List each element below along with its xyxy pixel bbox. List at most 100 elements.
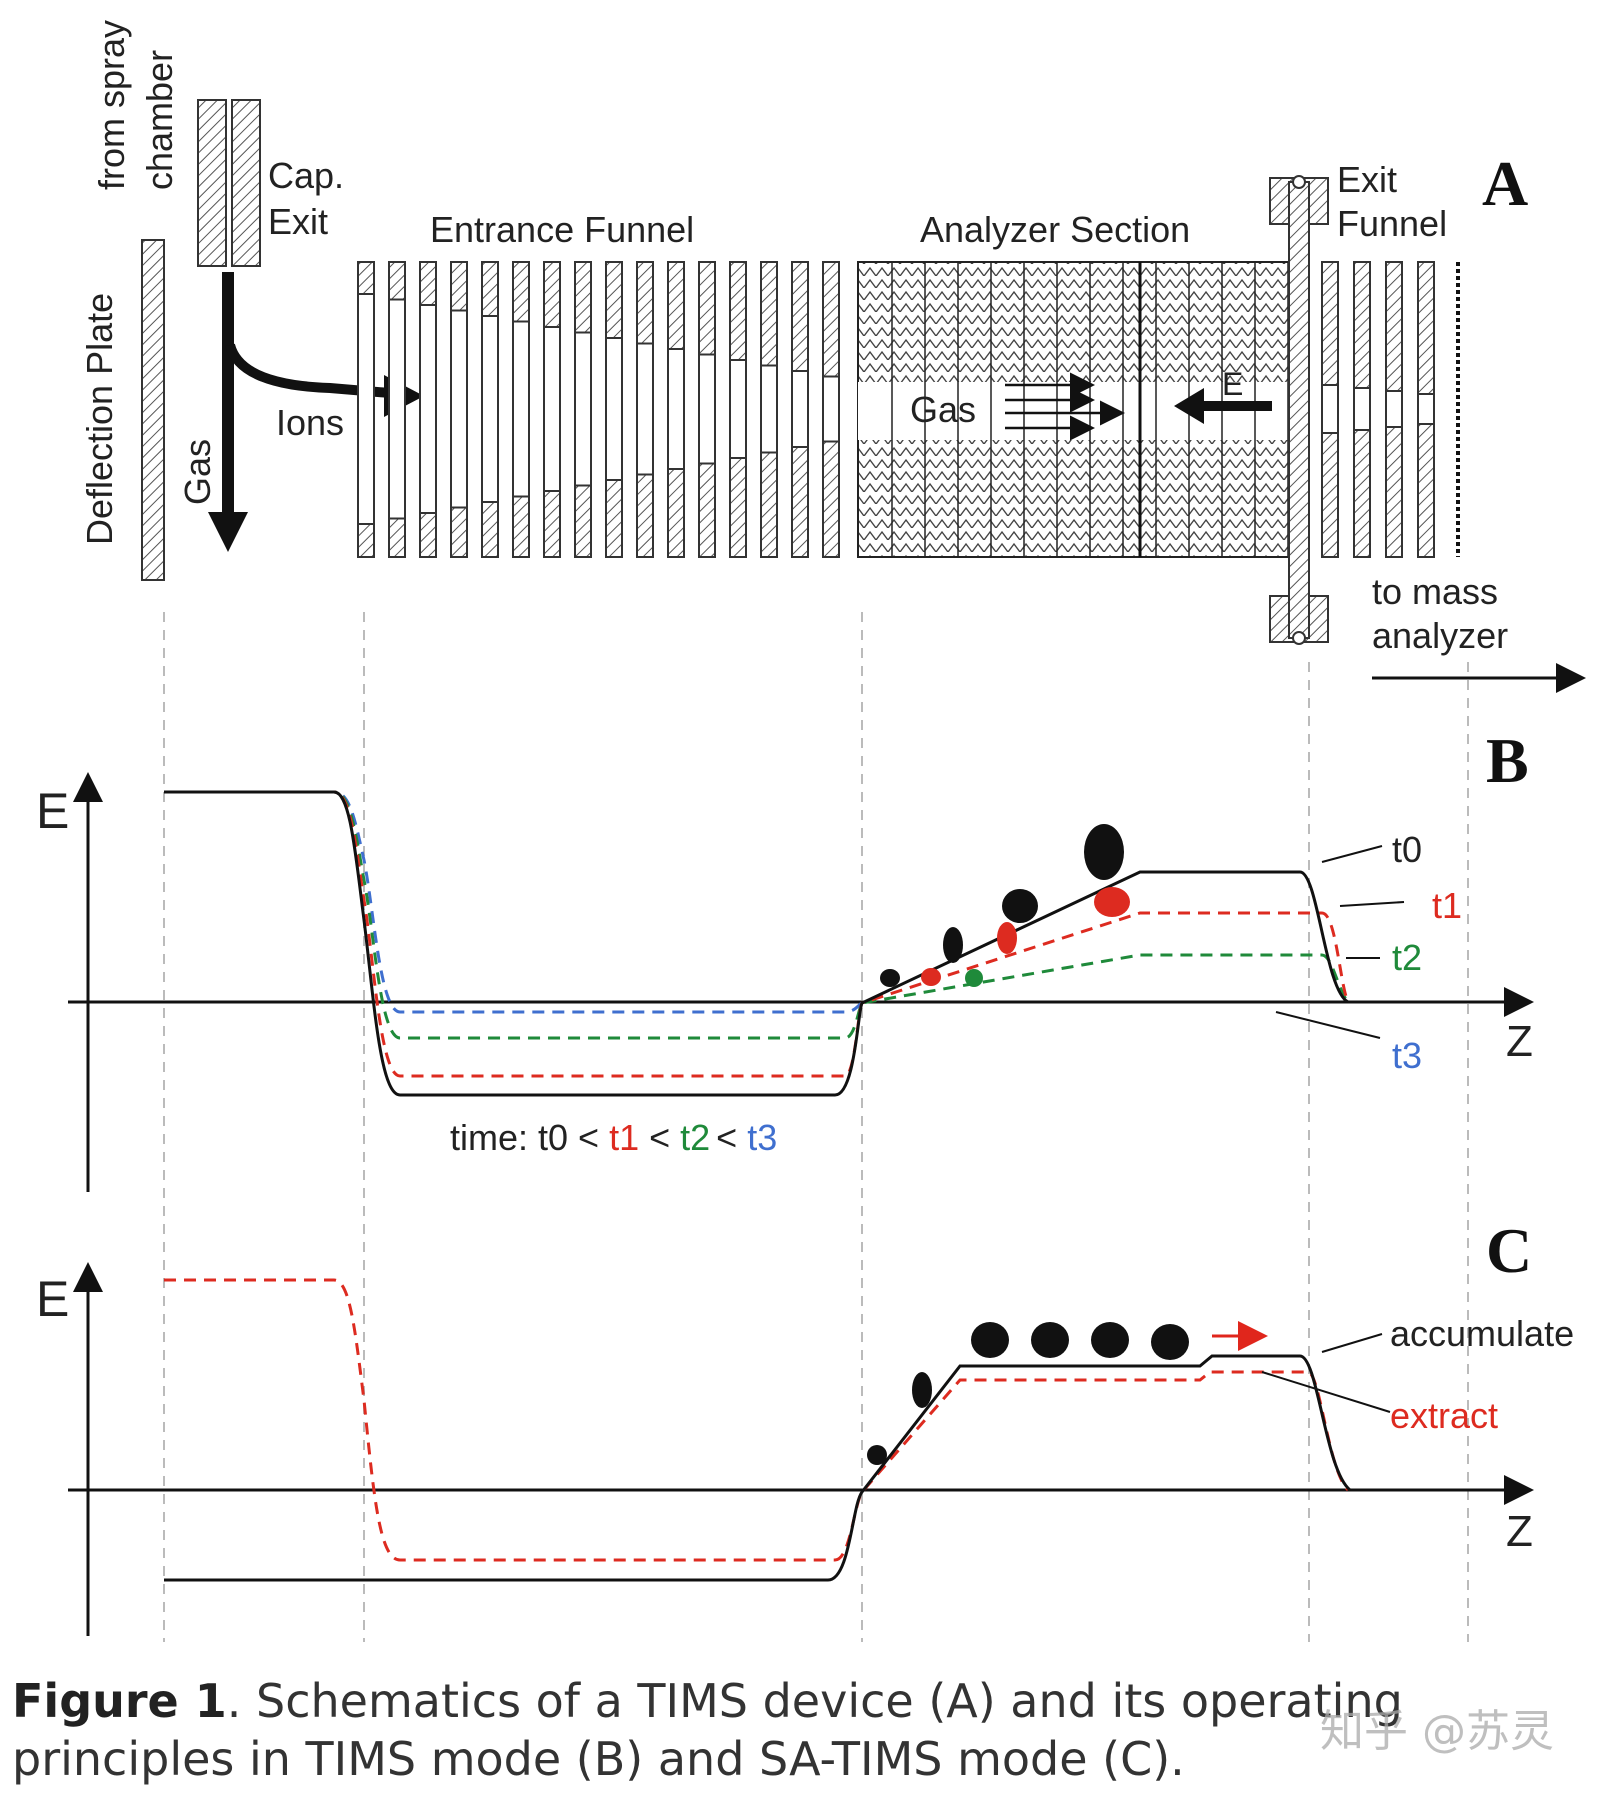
chamber-label: chamber — [139, 50, 180, 190]
c-accumulate-label: accumulate — [1390, 1313, 1574, 1354]
exit-rod-top-cap — [1292, 175, 1306, 189]
c-accumulate-curve — [164, 1354, 1352, 1582]
gas-down-arrowhead — [208, 512, 248, 552]
b-ion-red — [997, 922, 1017, 954]
funnel-label: Funnel — [1337, 203, 1447, 244]
b-t1-leader — [1339, 901, 1405, 907]
b-t2-label: t2 — [1392, 937, 1422, 978]
entrance-electrode — [822, 261, 840, 558]
b-ion-red — [1094, 887, 1130, 917]
entrance-electrode — [357, 261, 375, 558]
exit-electrode — [1353, 261, 1371, 558]
c-x-axis-label: Z — [1506, 1507, 1533, 1556]
exit-rod-bottom-cap — [1292, 631, 1306, 645]
exit-funnel-electrodes — [1321, 261, 1435, 558]
entrance-electrode — [512, 261, 530, 558]
entrance-funnel-label: Entrance Funnel — [430, 209, 694, 250]
b-time-prefix: time: t0 < — [450, 1117, 599, 1158]
entrance-electrode — [543, 261, 561, 558]
cap-label: Cap. — [268, 155, 344, 196]
entrance-electrode — [760, 261, 778, 558]
entrance-electrode — [729, 261, 747, 558]
b-t3-leader — [1275, 1011, 1381, 1039]
gas-flow-label: Gas — [910, 389, 976, 430]
b-ion-black — [880, 969, 900, 987]
b-ion-green — [965, 969, 983, 987]
panel-b-letter: B — [1486, 725, 1529, 796]
c-extract-label: extract — [1390, 1395, 1498, 1436]
entrance-funnel-electrodes — [357, 261, 840, 558]
entrance-electrode — [636, 261, 654, 558]
c-extract-curve — [164, 1278, 1350, 1562]
c-y-axis-label: E — [36, 1271, 69, 1327]
entrance-electrode — [450, 261, 468, 558]
b-series-t0 — [164, 790, 1349, 1097]
panel-c: C E Z accumulate extract — [36, 1215, 1574, 1636]
figure-label: Figure 1 — [12, 1674, 227, 1728]
b-x-axis-label: Z — [1506, 1017, 1533, 1066]
c-accumulate-leader — [1321, 1333, 1383, 1353]
entrance-electrode — [388, 261, 406, 558]
capillary-right-wall — [231, 99, 261, 267]
b-ion-black — [1002, 889, 1038, 923]
c-ion — [1151, 1324, 1189, 1360]
deflection-plate-label: Deflection Plate — [79, 293, 120, 545]
b-series-t2 — [164, 790, 1350, 1040]
watermark: 知乎 @苏灵 — [1320, 1706, 1554, 1757]
gas-flow-arrows — [1005, 372, 1125, 441]
panel-a: A Deflection Plate from spray chamber Ca… — [79, 20, 1586, 693]
entrance-electrode — [605, 261, 623, 558]
b-t3-label: t3 — [1392, 1035, 1422, 1076]
b-series-t3 — [164, 790, 863, 1014]
field-label: E — [1222, 366, 1243, 402]
exit-label-top: Exit — [1337, 159, 1397, 200]
exit-electrode — [1417, 261, 1435, 558]
c-ion — [1031, 1322, 1069, 1358]
b-time-t1: t1 — [609, 1117, 639, 1158]
field-arrowhead — [1174, 388, 1204, 424]
b-time-t3: t3 — [747, 1117, 777, 1158]
ions-label: Ions — [276, 402, 344, 443]
b-y-axis-label: E — [36, 783, 69, 839]
entrance-electrode — [481, 261, 499, 558]
b-time-sep1: < — [649, 1117, 670, 1158]
capillary-left-wall — [197, 99, 227, 267]
entrance-electrode — [698, 261, 716, 558]
c-ion — [912, 1372, 932, 1408]
gas-label: Gas — [177, 439, 218, 505]
entrance-electrode — [667, 261, 685, 558]
exit-label: Exit — [268, 201, 328, 242]
b-time-t2: t2 — [680, 1117, 710, 1158]
panel-a-letter: A — [1482, 148, 1528, 219]
c-ion — [867, 1445, 887, 1465]
exit-electrode — [1321, 261, 1339, 558]
analyzer-section-label: Analyzer Section — [920, 209, 1190, 250]
to-mass-label: to mass — [1372, 571, 1498, 612]
entrance-electrode — [574, 261, 592, 558]
c-ion — [971, 1322, 1009, 1358]
c-ions — [867, 1322, 1189, 1465]
c-ion — [1091, 1322, 1129, 1358]
b-ion-black — [1084, 824, 1124, 880]
b-ions — [880, 824, 1130, 987]
entrance-electrode — [419, 261, 437, 558]
panel-c-letter: C — [1486, 1215, 1532, 1286]
panel-b: B E Z t0 t1 t2 t3 time: t0 <t1<t2<t3 — [36, 725, 1534, 1192]
analyzer-label: analyzer — [1372, 615, 1508, 656]
exit-electrode — [1385, 261, 1403, 558]
b-t0-leader — [1321, 845, 1383, 863]
c-extract-leader — [1261, 1371, 1391, 1413]
b-t0-label: t0 — [1392, 829, 1422, 870]
entrance-electrode — [791, 261, 809, 558]
figure-caption: Figure 1. Schematics of a TIMS device (A… — [12, 1672, 1612, 1788]
from-spray-label: from spray — [91, 20, 132, 190]
b-t1-label: t1 — [1432, 885, 1462, 926]
b-time-legend: time: t0 <t1<t2<t3 — [450, 1117, 777, 1158]
deflection-plate — [141, 239, 165, 581]
tims-figure: A Deflection Plate from spray chamber Ca… — [36, 20, 1586, 1642]
ions-arrow — [225, 343, 391, 398]
b-ion-red — [921, 968, 941, 986]
guide-lines — [163, 612, 1469, 1642]
b-ion-black — [943, 927, 963, 963]
b-time-sep2: < — [716, 1117, 737, 1158]
